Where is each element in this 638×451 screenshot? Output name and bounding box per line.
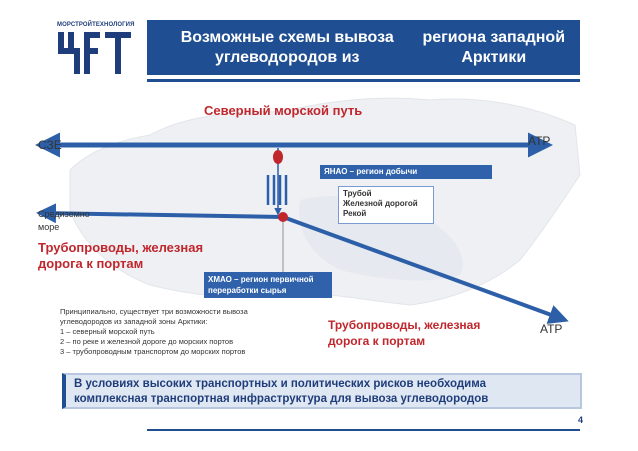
transport-mode-river: Рекой: [343, 209, 367, 218]
pipeline-right-line-1: Трубопроводы, железная: [328, 318, 481, 332]
atr-bottom-label: АТР: [540, 322, 563, 336]
note-line: Принципиально, существует три возможност…: [60, 307, 248, 316]
pipeline-left-line-1: Трубопроводы, железная: [38, 240, 204, 255]
mediterranean-label-line-1: Средиземно: [38, 209, 90, 219]
pipeline-right-line-2: дорога к портам: [328, 334, 426, 348]
conclusion-box: В условиях высоких транспортных и полити…: [62, 373, 582, 409]
pipeline-left-line-2: дорога к портам: [38, 256, 144, 271]
mediterranean-label-line-2: море: [38, 222, 60, 232]
pipeline-left-label: Трубопроводы, железная дорога к портам: [38, 240, 203, 272]
conclusion-line-1: В условиях высоких транспортных и полити…: [74, 378, 487, 390]
note-line: 2 – по реке и железной дороге до морских…: [60, 337, 234, 346]
transport-mode-pipe: Трубой: [343, 189, 372, 198]
hmao-node: [278, 212, 288, 222]
mediterranean-label: Средиземно море: [38, 208, 90, 234]
atr-southeast-arrow: [282, 215, 569, 324]
page-title-line-2: региона западной Арктики: [422, 28, 566, 66]
note-line: углеводородов из западной зоны Арктики:: [60, 317, 208, 326]
pipeline-right-label: Трубопроводы, железная дорога к портам: [328, 317, 480, 349]
yamal-node: [273, 150, 283, 164]
sze-label: СЗЕ: [38, 138, 62, 152]
logo-text: МОРСТРОЙТЕХНОЛОГИЯ: [57, 22, 135, 28]
page-title-line-1: Возможные схемы вывоза углеводородов из: [180, 28, 394, 66]
hmao-line-2: переработки сырья: [208, 286, 287, 295]
header-divider: [147, 79, 580, 82]
atr-top-label: АТР: [528, 134, 551, 148]
transport-mode-rail: Железной дорогой: [343, 199, 418, 208]
conclusion-line-2: комплексная транспортная инфраструктура …: [74, 393, 489, 405]
hmao-line-1: ХМАО – регион первичной: [208, 275, 314, 284]
footer-divider: [147, 429, 580, 431]
page-number: 4: [578, 415, 584, 425]
hmao-region-box: ХМАО – регион первичной переработки сырь…: [204, 272, 332, 298]
company-logo: [58, 32, 131, 74]
transport-modes-box: Трубой Железной дорогой Рекой: [338, 186, 434, 224]
yanao-region-box: ЯНАО – регион добычи: [320, 165, 492, 179]
options-note: Принципиально, существует три возможност…: [60, 307, 300, 357]
mediterranean-arrow: [36, 203, 284, 224]
northern-sea-route-label: Северный морской путь: [204, 103, 363, 118]
page-title: Возможные схемы вывоза углеводородов из …: [147, 20, 580, 75]
note-line: 1 – северный морской путь: [60, 327, 155, 336]
transport-lines-icon: [266, 175, 288, 205]
note-line: 3 – трубопроводным транспортом до морски…: [60, 347, 246, 356]
